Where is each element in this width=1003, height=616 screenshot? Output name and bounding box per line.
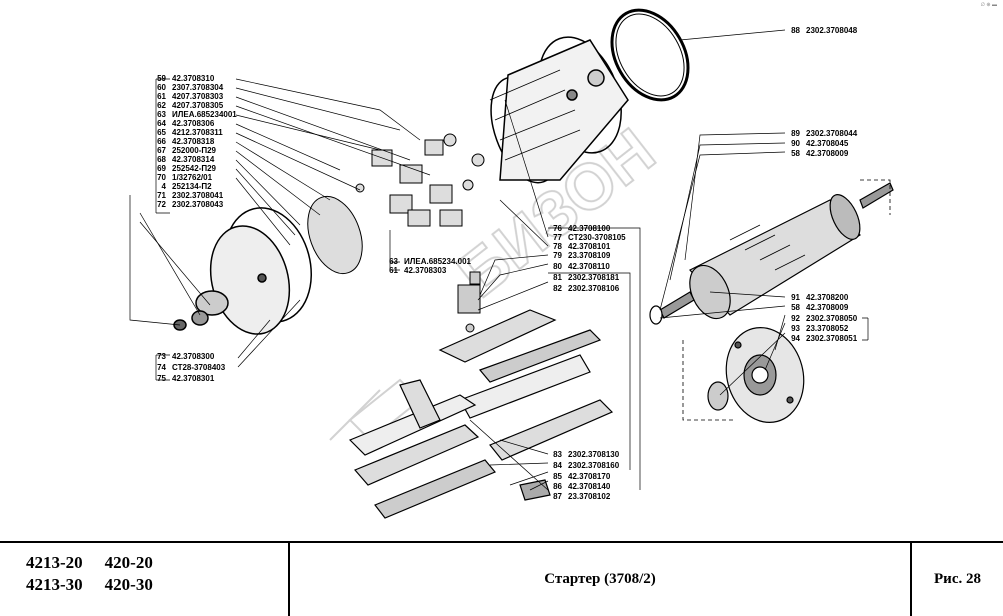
exploded-view-drawing: БИЗОН xyxy=(129,8,894,519)
leader-lines xyxy=(129,29,869,491)
figure-cell: Рис. 28 xyxy=(912,543,1003,616)
corner-mark: ∅ ⊕ ▬ xyxy=(980,2,997,8)
title-cell: Стартер (3708/2) xyxy=(290,543,912,616)
model-code: 4213-20 xyxy=(26,553,83,572)
o-ring-part xyxy=(610,8,690,102)
field-coil-part xyxy=(348,309,614,519)
figure-number: Рис. 28 xyxy=(934,571,981,587)
model-code: 420-30 xyxy=(104,575,153,594)
dashed-guide xyxy=(682,179,891,421)
model-code: 4213-30 xyxy=(26,575,83,594)
armature-part xyxy=(649,182,894,325)
stator-housing-part xyxy=(489,36,629,184)
brush-holder-part xyxy=(307,133,485,275)
terminal-part xyxy=(457,271,481,333)
model-row-1: 4213-20 420-20 xyxy=(26,553,153,573)
model-codes-cell: 4213-20 420-20 4213-30 420-30 xyxy=(0,543,290,616)
drawing-title: Стартер (3708/2) xyxy=(544,571,656,587)
drive-end-plate-part xyxy=(707,327,805,423)
title-block: 4213-20 420-20 4213-30 420-30 Стартер (370… xyxy=(0,541,1003,616)
model-code: 420-20 xyxy=(104,553,153,572)
model-row-2: 4213-30 420-30 xyxy=(26,575,153,595)
end-cap-part xyxy=(173,207,313,335)
